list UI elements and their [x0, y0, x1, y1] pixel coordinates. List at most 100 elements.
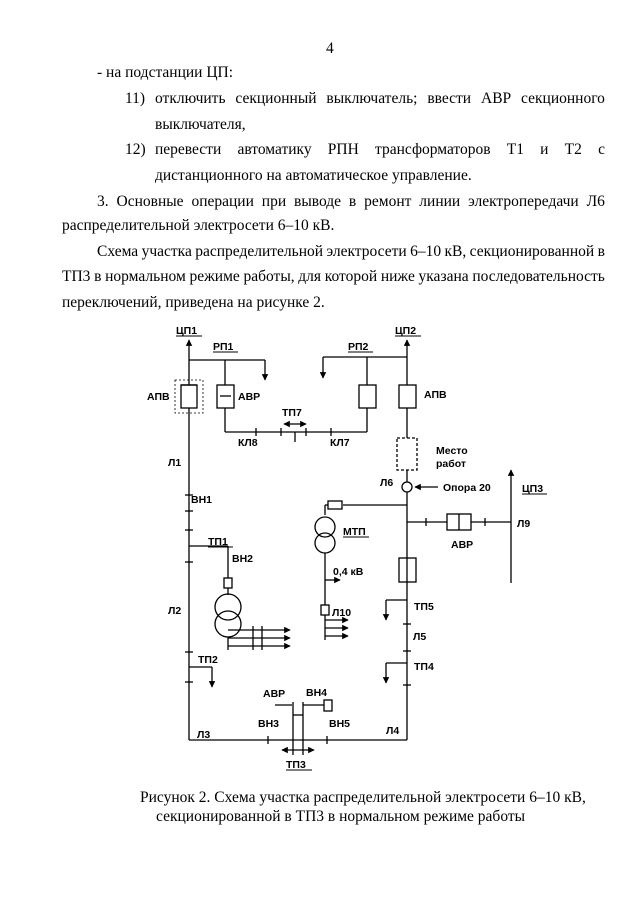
para-4-word: последовательность [472, 268, 605, 285]
item-12-word: Т1 [506, 141, 524, 158]
label-avr-tp3: АВР [263, 688, 285, 700]
breaker-apv-left [180, 384, 198, 409]
para-3-word: Л6 [586, 193, 605, 210]
para-3-word: при [261, 193, 287, 210]
item-12-line: перевести автоматику РПН трансформаторов… [155, 141, 605, 159]
label-l4: Л4 [386, 725, 399, 737]
label-l10: Л10 [332, 607, 351, 619]
para-4-word: указана [418, 268, 469, 285]
label-tp5: ТП5 [414, 601, 434, 613]
para-3-word: 3. [97, 193, 109, 210]
label-cp2: ЦП2 [395, 325, 416, 337]
label-tp4: ТП4 [414, 661, 434, 673]
item-11-continuation: выключателя, [155, 116, 246, 133]
label-rp1: РП1 [213, 341, 234, 353]
para-3-word: в [348, 193, 357, 210]
item-11-number: 11) [125, 90, 146, 107]
item-11-word: секционного [521, 90, 605, 107]
para-4-line-3: переключений, приведена на рисунке 2. [62, 294, 325, 311]
switch-vn4 [323, 699, 333, 712]
label-mtp: МТП [343, 526, 366, 538]
para-3-word: выводе [294, 193, 342, 210]
label-vn1: ВН1 [191, 494, 212, 506]
para-4-word: 6–10 [410, 243, 442, 260]
label-kl7: КЛ7 [330, 437, 350, 449]
para-3-word: Основные [116, 193, 184, 210]
item-12-word: автоматику [237, 141, 312, 158]
label-l6: Л6 [380, 477, 393, 489]
item-12-word: Т2 [564, 141, 582, 158]
para-4-word: электросети [326, 243, 407, 260]
para-4-word: ТП3 [62, 268, 91, 285]
para-3-word: линии [419, 193, 461, 210]
label-l3: Л3 [197, 729, 210, 741]
label-vn5: ВН5 [329, 718, 350, 730]
para-3-word: электропередачи [468, 193, 579, 210]
label-kl8: КЛ8 [238, 437, 258, 449]
transformer-mtp [314, 516, 336, 538]
figure-caption-line-1: Рисунок 2. Схема участка распределительн… [140, 789, 586, 806]
label-tp2: ТП2 [198, 654, 218, 666]
item-11-word: ввести [427, 90, 472, 107]
figure-caption-line-2: секционированной в ТП3 в нормальном режи… [156, 808, 526, 825]
para-3-word: операции [191, 193, 254, 210]
para-3-line-2: распределительной электросети 6–10 кВ. [62, 217, 335, 234]
para-4-word: режиме [189, 268, 240, 285]
item-12-word: перевести [155, 141, 222, 158]
para-3-word: ремонт [364, 193, 412, 210]
label-opora: Опора 20 [443, 482, 491, 494]
para-4-word: ниже [380, 268, 415, 285]
para-4-line-1: Схема участка распределительной электрос… [97, 243, 605, 261]
para-4-word: участка [141, 243, 192, 260]
para-4-word: Схема [97, 243, 139, 260]
item-11-line: отключить секционный выключатель; ввести… [155, 90, 605, 108]
label-apv-right: АПВ [424, 389, 447, 401]
label-cp3: ЦП3 [522, 483, 543, 495]
para-4-word: в [597, 243, 605, 260]
label-vn4: ВН4 [306, 687, 327, 699]
breaker-apv-right [398, 384, 417, 409]
label-vn2: ВН2 [232, 553, 253, 565]
item-11-word: АВР [481, 90, 512, 107]
para-4-word: для [298, 268, 322, 285]
label-l2: Л2 [168, 605, 181, 617]
label-tp1: ТП1 [208, 536, 228, 548]
breaker-rp2 [358, 384, 377, 409]
label-apv-left: АПВ [147, 391, 170, 403]
para-4-word: распределительной [195, 243, 324, 260]
label-vn3: ВН3 [258, 718, 279, 730]
item-12-word: с [598, 141, 605, 158]
para-4-line-2: ТП3 в нормальном режиме работы, для кото… [62, 268, 605, 286]
para-4-word: секционированной [469, 243, 595, 260]
line-substation: - на подстанции ЦП: [97, 64, 234, 81]
label-cp1: ЦП1 [176, 325, 197, 337]
para-3-line-1: 3. Основные операции при выводе в ремонт… [97, 193, 605, 211]
item-11-word: выключатель; [326, 90, 418, 107]
label-work-place-2: работ [436, 458, 466, 470]
para-4-word: кВ, [444, 243, 467, 260]
label-avr-rp1: АВР [238, 391, 260, 403]
item-12-continuation: дистанционного на автоматическое управле… [155, 167, 472, 184]
item-12-number: 12) [125, 141, 146, 158]
item-11-word: секционный [235, 90, 317, 107]
opora-20 [401, 481, 413, 493]
label-04kv: 0,4 кВ [333, 566, 364, 578]
para-4-word: работы, [243, 268, 295, 285]
label-tp3: ТП3 [286, 759, 306, 771]
label-avr-cp3: АВР [451, 539, 473, 551]
label-tp7: ТП7 [282, 407, 302, 419]
transformer-tp1 [214, 593, 242, 621]
item-11-word: отключить [155, 90, 226, 107]
label-work-place-1: Место [436, 445, 468, 457]
label-rp2: РП2 [348, 341, 369, 353]
item-12-word: и [540, 141, 549, 158]
label-l1: Л1 [168, 457, 181, 469]
label-l9: Л9 [517, 518, 530, 530]
work-area-box [396, 437, 418, 471]
para-4-word: нормальном [105, 268, 186, 285]
page-number: 4 [326, 40, 334, 57]
para-4-word: в [94, 268, 102, 285]
breaker-tp5 [398, 557, 417, 583]
